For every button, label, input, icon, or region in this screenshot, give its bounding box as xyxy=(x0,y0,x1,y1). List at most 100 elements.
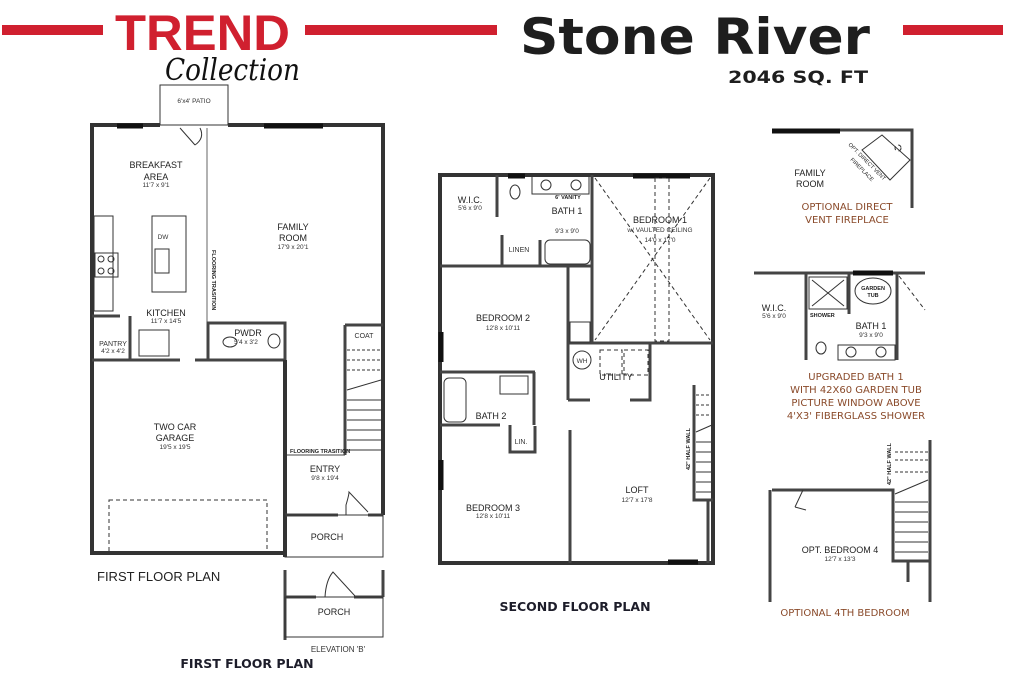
bedroom1-note: w/ VAULTED CEILING xyxy=(626,227,692,234)
water-heater-icon xyxy=(572,350,592,370)
pantry-label: PANTRY xyxy=(99,341,127,348)
coat-closet-label: COAT xyxy=(355,333,375,340)
toilet-icon xyxy=(509,184,521,200)
bath1-label: BATH 1 xyxy=(552,206,583,216)
bath-caption-2: WITH 42X60 GARDEN TUB xyxy=(790,385,922,396)
brand-logo-trend: TREND xyxy=(115,5,290,61)
bedroom2-dim: 12'8 x 10'11 xyxy=(486,325,521,332)
plan-title: Stone River xyxy=(520,8,870,66)
brand-logo-collection: Collection xyxy=(165,53,300,88)
porch-elevation-b-label: PORCH xyxy=(318,607,351,617)
fireplace-caption-1: OPTIONAL DIRECT xyxy=(802,202,894,213)
garden-tub-icon xyxy=(854,277,892,305)
fireplace-icon xyxy=(861,134,911,181)
flooring-transition-label: FLOORING TRASITION xyxy=(210,250,216,310)
bath-caption-3: PICTURE WINDOW ABOVE xyxy=(791,398,920,409)
loft-label: LOFT xyxy=(625,485,649,495)
toilet-icon xyxy=(222,336,238,348)
shower-label: SHOWER xyxy=(810,313,835,319)
linen-label: LINEN xyxy=(509,247,530,254)
family-room-dim: 17'9 x 20'1 xyxy=(277,244,308,251)
shower-icon xyxy=(569,321,591,343)
sink-icon xyxy=(267,333,281,349)
option-upgraded-bath: SHOWER GARDEN TUB W.I.C. 5'6 x 9'0 BATH … xyxy=(754,270,926,422)
kitchen-counter xyxy=(93,215,114,312)
vanity-label: 6' VANITY xyxy=(555,195,581,201)
first-floor-plan-label: FIRST FLOOR PLAN xyxy=(97,569,220,584)
porch-label: PORCH xyxy=(311,532,344,542)
red-rule-middle xyxy=(305,25,497,35)
garden-tub-label-2: TUB xyxy=(867,293,878,299)
option-fireplace: FAMILY ROOM OPT. DIRECT VENT FIREPLACE O… xyxy=(772,128,914,226)
kitchen-label: KITCHEN xyxy=(146,308,186,318)
staircase-3 xyxy=(894,451,929,553)
entry-label: ENTRY xyxy=(310,464,340,474)
staircase-2 xyxy=(695,394,713,493)
fireplace-caption-2: VENT FIREPLACE xyxy=(805,215,889,226)
bedroom3-label: BEDROOM 3 xyxy=(466,503,520,513)
family-room-label-2: ROOM xyxy=(279,233,307,243)
kitchen-island xyxy=(151,215,187,293)
bathtub-icon xyxy=(443,377,467,423)
patio-label: 6'x4' PATIO xyxy=(177,98,210,105)
bath1-dim: 9'3 x 9'0 xyxy=(555,228,579,235)
breakfast-label-2: AREA xyxy=(144,172,169,182)
washer-icon xyxy=(599,349,623,376)
fireplace-family-label-2: ROOM xyxy=(796,179,824,189)
powder-room-dim: 5'4 x 3'2 xyxy=(234,339,258,346)
bedroom4-caption: OPTIONAL 4TH BEDROOM xyxy=(780,608,909,619)
opt-half-wall-label: 42" HALF WALL xyxy=(887,442,893,485)
sink-icon xyxy=(154,248,170,274)
bedroom1-dim: 14'0 x 17'0 xyxy=(644,237,675,244)
second-floor-caption: SECOND FLOOR PLAN xyxy=(499,599,650,614)
utility-label: UTILITY xyxy=(599,372,633,382)
red-rule-right xyxy=(903,25,1003,35)
opt-wic-dim: 5'6 x 9'0 xyxy=(762,313,786,320)
opt-bath1-label: BATH 1 xyxy=(856,321,887,331)
opt-wic-label: W.I.C. xyxy=(762,303,787,313)
garage-dim: 19'5 x 19'5 xyxy=(159,444,190,451)
bath-caption-4: 4'X3' FIBERGLASS SHOWER xyxy=(787,411,925,422)
garage-label-1: TWO CAR xyxy=(154,422,197,432)
pantry-dim: 4'2 x 4'2 xyxy=(101,348,125,355)
vaulted-ceiling-lines xyxy=(594,177,711,342)
opt-bath1-dim: 9'3 x 9'0 xyxy=(859,332,883,339)
toilet-icon xyxy=(815,341,827,355)
opt-bedroom4-dim: 12'7 x 13'3 xyxy=(824,556,855,563)
kitchen-dim: 11'7 x 14'5 xyxy=(151,318,182,325)
garage-door xyxy=(108,499,268,554)
water-heater-label: WH xyxy=(577,358,588,365)
first-floor-plan: 6'x4' PATIO FLOORING TRASITION BREAKFAST… xyxy=(90,84,385,671)
linen2-label: LIN. xyxy=(515,439,528,446)
staircase xyxy=(346,349,382,451)
opt-bedroom4-label: OPT. BEDROOM 4 xyxy=(802,545,879,555)
garden-tub-label-1: GARDEN xyxy=(861,286,885,292)
entry-dim: 9'8 x 19'4 xyxy=(311,475,339,482)
shower-icon xyxy=(808,276,848,310)
breakfast-label-1: BREAKFAST xyxy=(129,160,183,170)
wic-label: W.I.C. xyxy=(458,195,483,205)
elevation-b-label: ELEVATION 'B' xyxy=(311,645,366,654)
dishwasher-label: DW xyxy=(158,234,170,241)
sink-icon xyxy=(499,375,529,395)
family-room-label-1: FAMILY xyxy=(277,222,308,232)
second-floor-plan: W.I.C. 5'6 x 9'0 6' VANITY BATH 1 9'3 x … xyxy=(438,173,715,614)
bedroom1-label: BEDROOM 1 xyxy=(633,215,687,225)
flooring-transition-label-2: FLOORING TRASITION xyxy=(290,449,350,455)
half-wall-label: 42" HALF WALL xyxy=(686,427,692,470)
wic-dim: 5'6 x 9'0 xyxy=(458,205,482,212)
header: TREND Collection Stone River 2046 SQ. FT xyxy=(2,5,1003,88)
bathtub-icon xyxy=(544,239,591,265)
option-bedroom-4: 42" HALF WALL OPT. BEDROOM 4 12'7 x 13'3… xyxy=(768,440,932,619)
fireplace-family-label-1: FAMILY xyxy=(794,168,825,178)
garage-label-2: GARAGE xyxy=(156,433,195,443)
cooktop-icon xyxy=(94,252,119,278)
powder-room-label: PWDR xyxy=(234,328,262,338)
bedroom2-label: BEDROOM 2 xyxy=(476,313,530,323)
dryer-icon xyxy=(623,349,649,376)
red-rule-left xyxy=(2,25,103,35)
bath-caption-1: UPGRADED BATH 1 xyxy=(808,372,903,383)
vanity xyxy=(531,175,590,195)
first-floor-caption: FIRST FLOOR PLAN xyxy=(180,656,313,671)
